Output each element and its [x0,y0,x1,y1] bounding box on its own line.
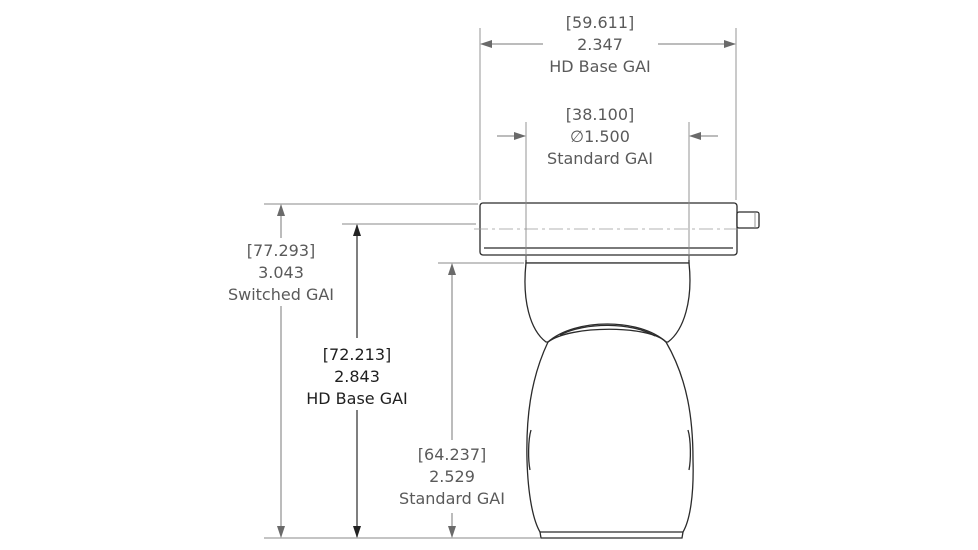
dim-height-hd-base-imperial: 2.843 [334,367,380,386]
dim-height-standard-label: Standard GAI [399,489,505,508]
switch-pin [736,211,760,229]
dim-height-standard-imperial: 2.529 [429,467,475,486]
dim-top-width-metric: [59.611] [566,13,634,32]
dim-top-width-label: HD Base GAI [549,57,651,76]
lower-housing [526,328,694,533]
dim-top-width [479,28,737,200]
dim-diameter-metric: [38.100] [566,105,634,124]
dim-diameter [497,122,718,260]
dim-height-switched-metric: [77.293] [247,241,315,260]
dim-height-switched-imperial: 3.043 [258,263,304,282]
dim-diameter-label: Standard GAI [547,149,653,168]
dim-height-switched [264,203,540,539]
dim-diameter-imperial: ∅1.500 [570,127,630,146]
dim-height-hd-base-metric: [72.213] [323,345,391,364]
upper-dome [524,262,691,343]
dim-top-width-imperial: 2.347 [577,35,623,54]
lamp-outline [479,202,760,539]
dim-height-standard-metric: [64.237] [418,445,486,464]
dim-height-hd-base [342,223,476,538]
dim-height-standard [438,262,524,538]
dim-height-hd-base-label: HD Base GAI [306,389,408,408]
dim-height-switched-label: Switched GAI [228,285,334,304]
